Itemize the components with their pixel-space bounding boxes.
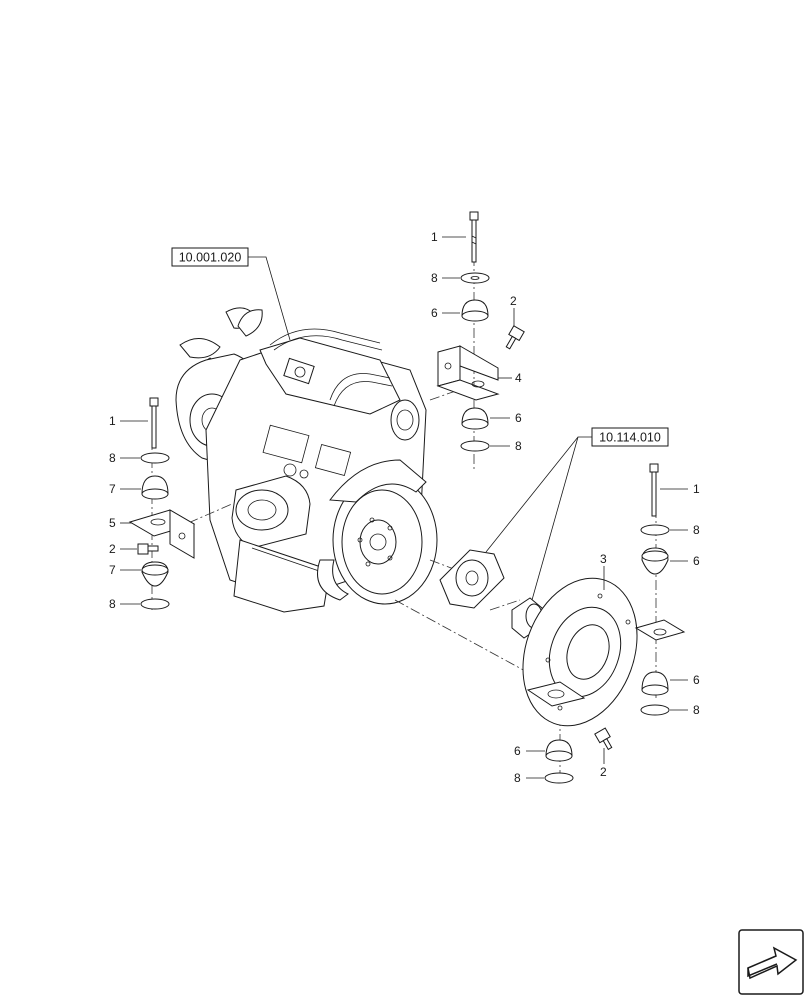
- top-washer-part: [460, 272, 490, 284]
- right-washer-lower-part: [640, 704, 670, 716]
- bracket-5-part: [128, 509, 196, 559]
- callout-bracket-4: 4: [515, 371, 522, 385]
- callout-left-cushion: 7: [109, 482, 116, 496]
- callout-right-washer-lower: 8: [693, 703, 700, 717]
- engine-ref-label: 10.001.020: [179, 251, 242, 265]
- right-bolt-part: [649, 463, 659, 517]
- callout-left-screw: 2: [109, 542, 116, 556]
- coupling-parts: [439, 549, 543, 639]
- engine-ref-leader: [248, 256, 291, 341]
- coupling-ref-leader-1: [485, 436, 592, 553]
- engine-ref-box[interactable]: 10.001.020: [171, 247, 249, 267]
- callout-left-washer-lower: 8: [109, 597, 116, 611]
- top-bolt-part: [469, 211, 479, 263]
- right-cushion-lower-part: [641, 671, 669, 696]
- arrow-icon[interactable]: [738, 929, 804, 995]
- callout-top-washer-lower: 8: [515, 439, 522, 453]
- coupling-ref-leader-2: [531, 436, 579, 601]
- callout-top-bolt: 1: [431, 230, 438, 244]
- left-washer-lower-part: [140, 598, 170, 610]
- callout-left-bolt: 1: [109, 414, 116, 428]
- callout-right-bolt: 1: [693, 482, 700, 496]
- top-mount: [436, 211, 525, 452]
- callout-top-cushion-lower: 6: [515, 411, 522, 425]
- callout-top-screw: 2: [510, 294, 517, 308]
- left-mount: [128, 397, 196, 610]
- callout-bracket-5: 5: [109, 516, 116, 530]
- callout-right-cushion-lower: 6: [693, 673, 700, 687]
- top-cushion-lower-part: [461, 407, 489, 430]
- callout-left-cushion-lower: 7: [109, 563, 116, 577]
- right-washer-part: [640, 524, 670, 536]
- right-mount: [640, 463, 670, 716]
- left-screw-part: [137, 543, 159, 555]
- right-cushion-part: [641, 547, 669, 575]
- callout-right-washer: 8: [693, 523, 700, 537]
- left-cushion-part: [141, 475, 169, 500]
- coupling-disc-part: [439, 549, 505, 609]
- top-washer-lower-part: [460, 440, 490, 452]
- top-screw-part: [505, 325, 525, 350]
- left-washer-part: [140, 452, 170, 464]
- coupling-ref-label: 10.114.010: [599, 431, 661, 445]
- bottom-washer-part: [544, 772, 574, 784]
- bottom-cushion-part: [545, 739, 573, 762]
- callout-bottom-washer: 8: [514, 771, 521, 785]
- callout-top-cushion: 6: [431, 306, 438, 320]
- bracket-4-part: [436, 345, 500, 401]
- left-bolt-part: [149, 397, 159, 449]
- housing-3-part: [522, 577, 686, 727]
- coupling-ref-box[interactable]: 10.114.010: [591, 427, 669, 447]
- callout-housing-3: 3: [600, 552, 607, 566]
- top-cushion-part: [461, 299, 489, 322]
- bottom-screw-part: [594, 727, 613, 751]
- engine-assembly: [175, 307, 438, 613]
- left-cushion-lower-part: [141, 561, 169, 587]
- callout-left-washer: 8: [109, 451, 116, 465]
- callout-bottom-screw: 2: [600, 765, 607, 779]
- callout-top-washer: 8: [431, 271, 438, 285]
- bottom-mount: [544, 727, 613, 784]
- callout-bottom-cushion: 6: [514, 744, 521, 758]
- callout-right-cushion: 6: [693, 554, 700, 568]
